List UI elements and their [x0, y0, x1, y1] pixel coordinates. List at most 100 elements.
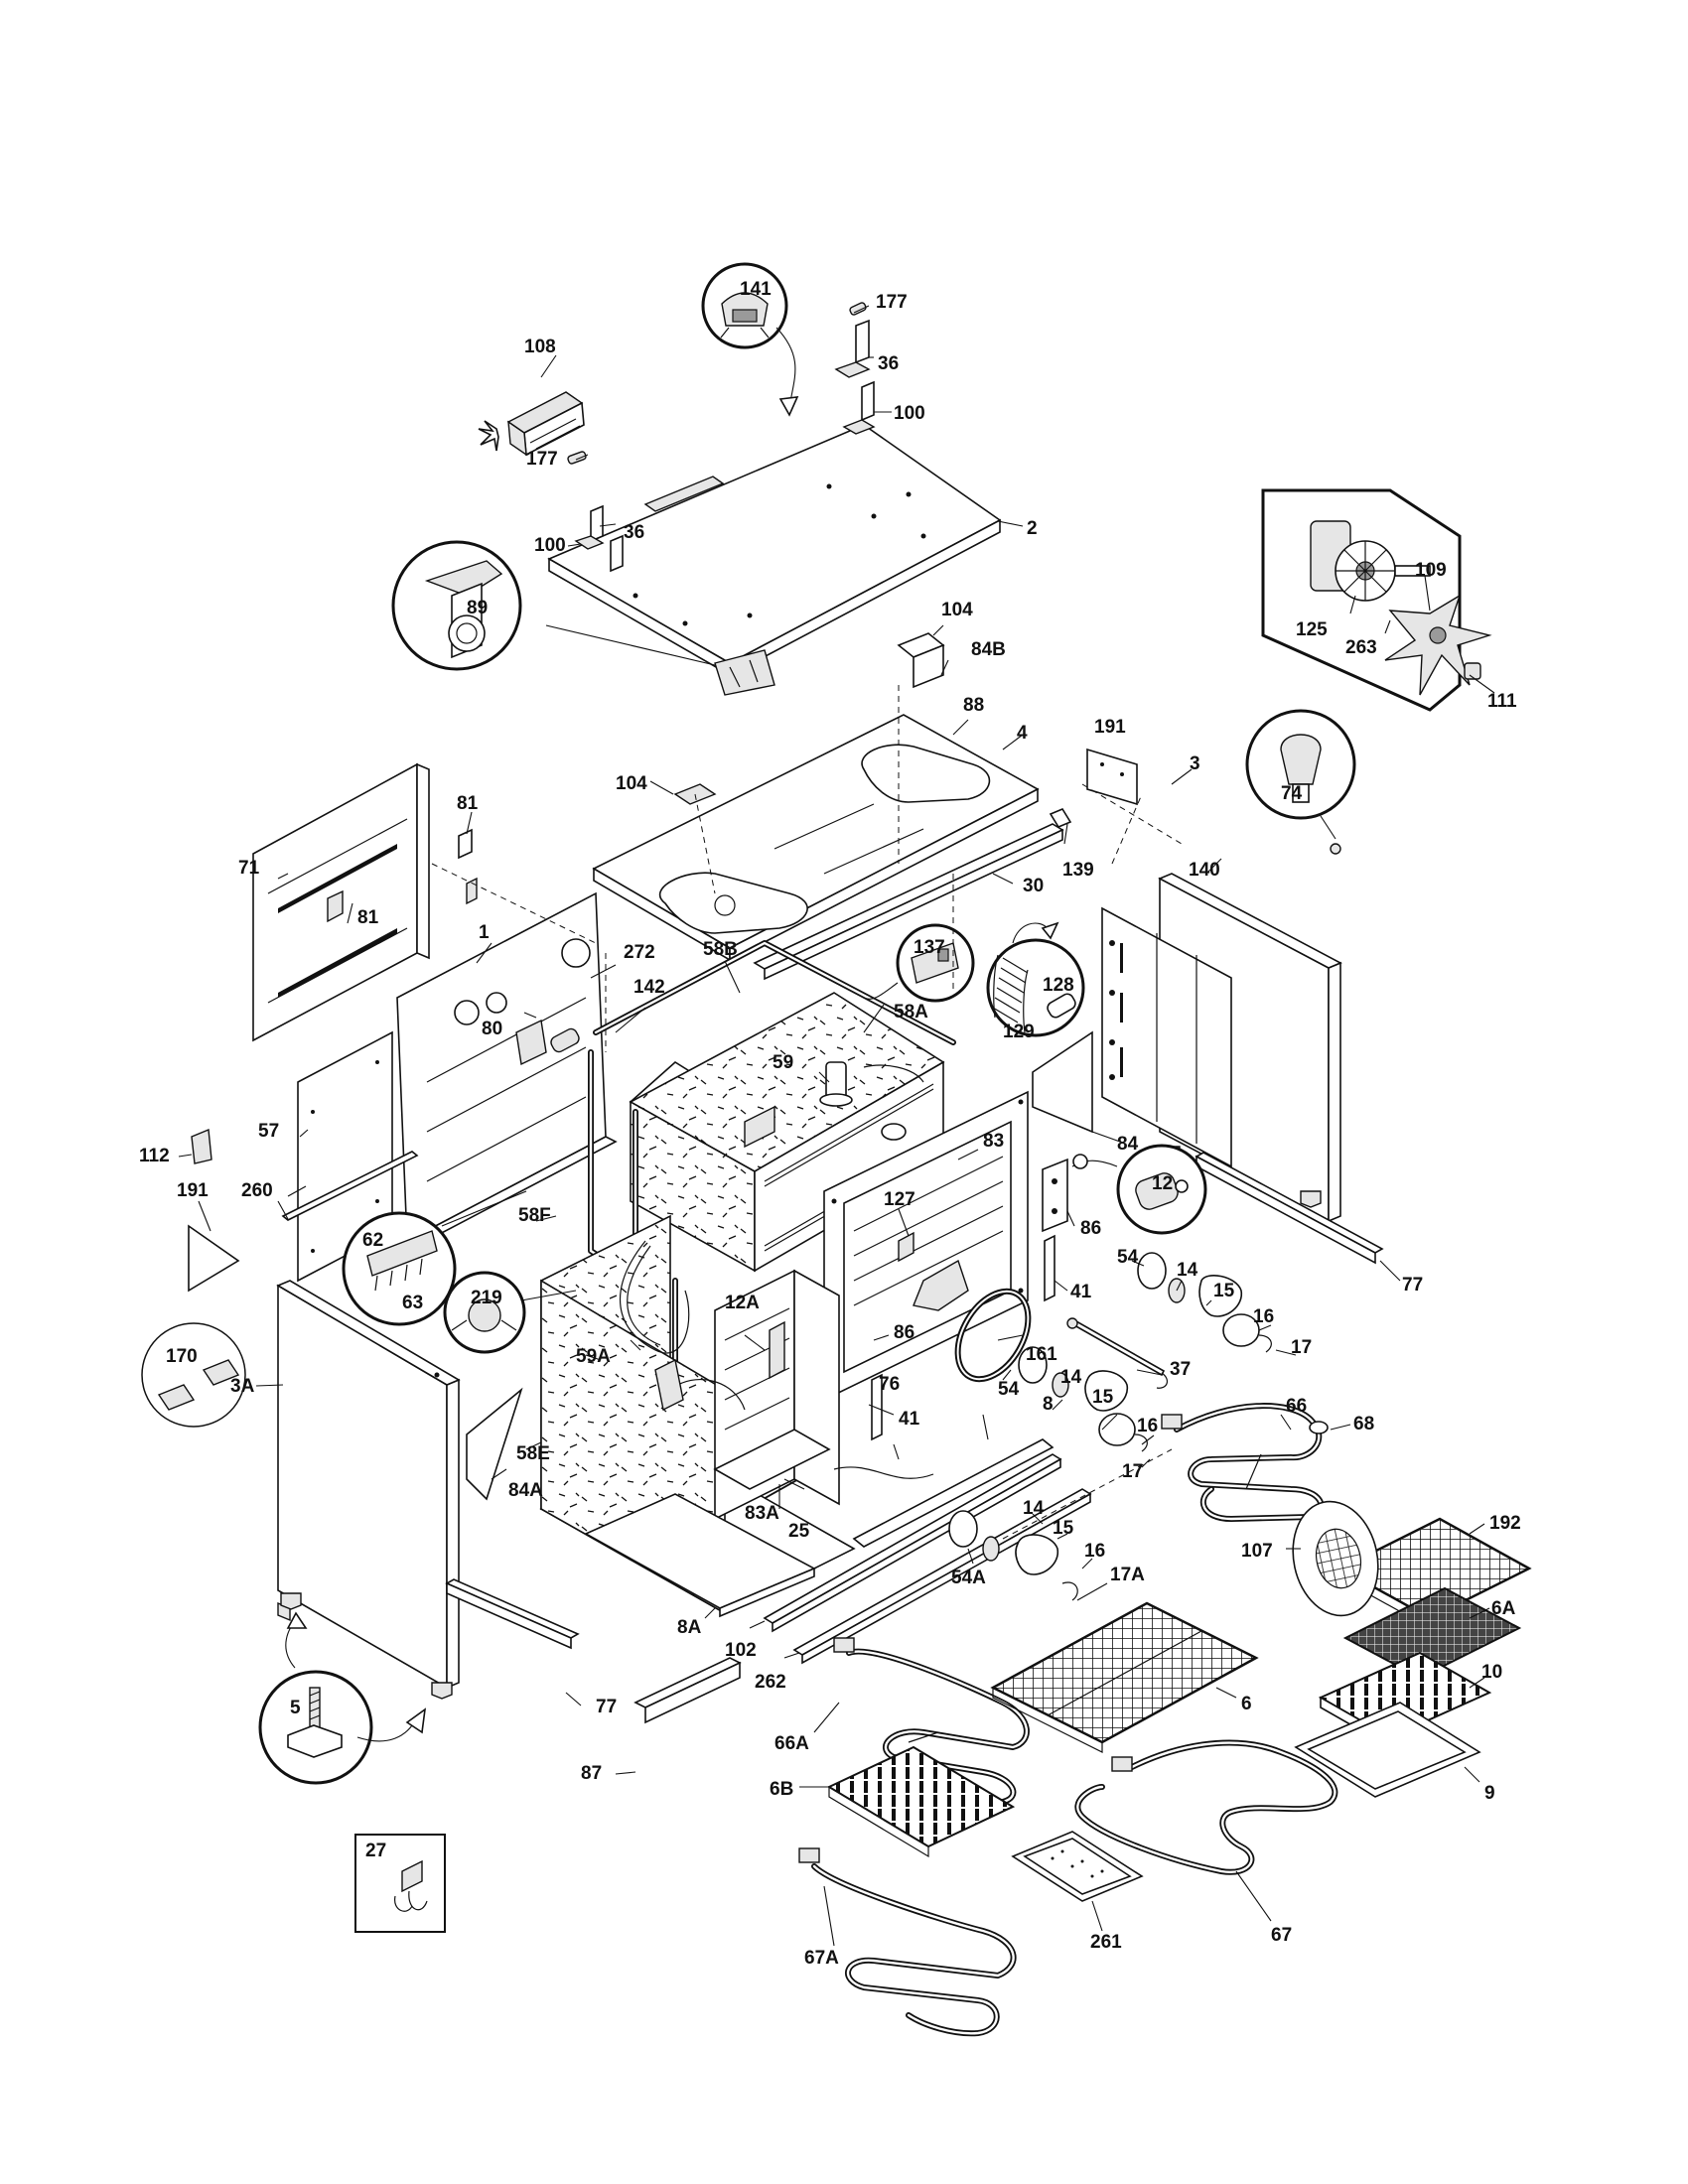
label-272: 272 — [624, 942, 655, 963]
bake-element-67 — [1074, 1739, 1338, 1875]
label-5: 5 — [290, 1698, 301, 1718]
label-109: 109 — [1415, 560, 1447, 581]
label-14c: 14 — [1023, 1498, 1045, 1519]
label-83: 83 — [983, 1131, 1004, 1152]
label-8: 8 — [1043, 1394, 1054, 1415]
label-177a: 177 — [876, 292, 908, 313]
label-62: 62 — [362, 1230, 383, 1251]
rail-77-left — [445, 1578, 580, 1650]
label-2: 2 — [1027, 518, 1038, 539]
back-wall-71 — [252, 762, 430, 1042]
label-107: 107 — [1241, 1541, 1273, 1562]
callout-141 — [701, 262, 799, 417]
label-58E: 58E — [516, 1443, 550, 1464]
label-4: 4 — [1017, 723, 1028, 744]
bracket-191-left — [188, 1224, 240, 1293]
label-102: 102 — [725, 1640, 757, 1661]
label-30: 30 — [1023, 876, 1044, 896]
bracket-81 — [458, 828, 473, 860]
label-16b: 16 — [1137, 1416, 1158, 1436]
label-16a: 16 — [1253, 1306, 1274, 1327]
bake-element-66 — [1161, 1403, 1325, 1522]
label-142: 142 — [633, 977, 665, 998]
label-10: 10 — [1481, 1662, 1502, 1683]
fan-cover-107 — [1292, 1500, 1379, 1617]
label-86b: 86 — [894, 1322, 914, 1343]
label-137: 137 — [914, 937, 945, 958]
label-77a: 77 — [1402, 1275, 1423, 1296]
side-panel-140 — [1101, 906, 1232, 1168]
label-71: 71 — [238, 858, 260, 879]
label-54a: 54 — [1117, 1247, 1139, 1268]
label-59: 59 — [773, 1052, 793, 1073]
drip-tray-261 — [1011, 1831, 1144, 1902]
wiring-harness — [620, 1240, 934, 1479]
label-58A: 58A — [894, 1002, 928, 1023]
label-104a: 104 — [941, 600, 973, 620]
label-112: 112 — [139, 1146, 170, 1166]
label-76: 76 — [879, 1374, 900, 1395]
small-parts — [633, 843, 1341, 1724]
label-192: 192 — [1489, 1513, 1521, 1534]
bottom-panel-8A — [584, 1493, 816, 1618]
label-1: 1 — [479, 922, 490, 943]
label-54b: 54 — [998, 1379, 1020, 1400]
label-58F: 58F — [518, 1205, 551, 1226]
label-14a: 14 — [1177, 1260, 1198, 1281]
label-3A: 3A — [230, 1376, 255, 1397]
clip-112 — [191, 1128, 212, 1164]
upper-front-frame-83 — [823, 1090, 1029, 1402]
label-191b: 191 — [177, 1180, 209, 1201]
label-68: 68 — [1353, 1414, 1374, 1434]
bracket-86 — [1042, 1158, 1068, 1233]
door-gasket-161 — [954, 1288, 1032, 1383]
label-81a: 81 — [457, 793, 479, 814]
label-84A: 84A — [508, 1480, 543, 1501]
label-14b: 14 — [1060, 1367, 1082, 1388]
bracket-139 — [1049, 807, 1072, 829]
label-84: 84 — [1117, 1134, 1139, 1155]
light-assembly-upper — [1137, 1252, 1272, 1353]
callout-170 — [141, 1322, 246, 1428]
lower-front-frame-83A — [713, 1269, 840, 1521]
label-261: 261 — [1090, 1932, 1122, 1953]
label-17b: 17 — [1122, 1461, 1143, 1482]
callout-219 — [443, 1271, 577, 1354]
label-161: 161 — [1026, 1344, 1057, 1365]
cavity-top-panel — [592, 632, 1040, 962]
label-80: 80 — [482, 1019, 502, 1039]
label-77b: 77 — [596, 1697, 617, 1717]
label-41a: 41 — [1070, 1282, 1092, 1302]
label-139: 139 — [1062, 860, 1094, 881]
broil-element-67A — [798, 1847, 1017, 2037]
callout-137 — [863, 923, 975, 1003]
label-3: 3 — [1190, 753, 1200, 774]
label-219: 219 — [471, 1288, 502, 1308]
label-54A: 54A — [951, 1568, 986, 1588]
temperature-sensor-37 — [1066, 1317, 1169, 1389]
label-125: 125 — [1296, 619, 1328, 640]
label-12A: 12A — [725, 1293, 760, 1313]
label-84B: 84B — [971, 639, 1006, 660]
light-assembly-middle — [1018, 1346, 1148, 1452]
label-6: 6 — [1241, 1694, 1252, 1714]
label-41b: 41 — [899, 1409, 920, 1430]
label-57: 57 — [258, 1121, 279, 1142]
label-88: 88 — [963, 695, 984, 716]
label-36b: 36 — [624, 522, 644, 543]
label-9: 9 — [1484, 1783, 1495, 1804]
label-108: 108 — [524, 337, 556, 357]
label-129: 129 — [1003, 1022, 1035, 1042]
label-262: 262 — [755, 1672, 786, 1693]
callout-129 — [986, 921, 1085, 1037]
callout-74 — [1245, 709, 1356, 840]
label-86a: 86 — [1080, 1218, 1101, 1239]
label-191a: 191 — [1094, 717, 1126, 738]
label-111: 111 — [1487, 691, 1517, 712]
label-17A: 17A — [1110, 1565, 1145, 1585]
part-labels: 2 3 3A 4 5 6 6A 6B 8 8A 9 10 1 12 12A 14… — [139, 279, 1521, 1969]
label-15a: 15 — [1213, 1281, 1235, 1301]
label-15b: 15 — [1092, 1387, 1114, 1408]
label-127: 127 — [884, 1189, 915, 1210]
